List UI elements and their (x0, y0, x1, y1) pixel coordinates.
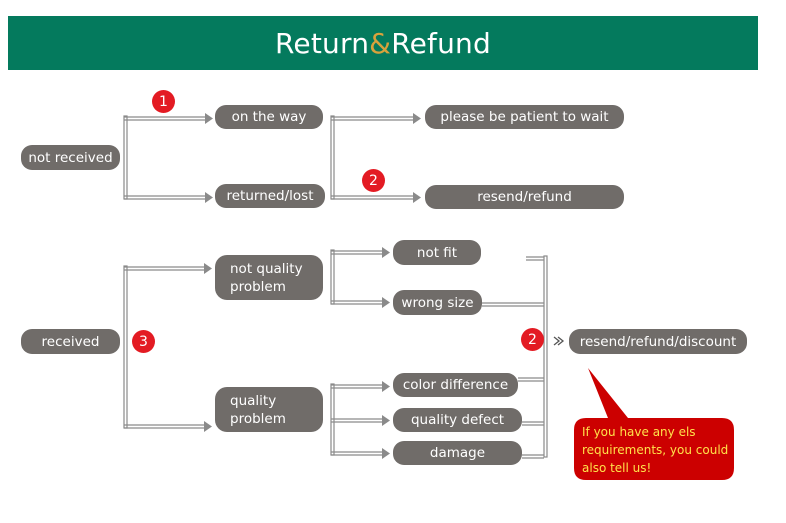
node-please-wait: please be patient to wait (425, 105, 624, 129)
bracket-not-quality (330, 249, 382, 305)
badge-2-top: 2 (362, 169, 385, 192)
badge-3: 3 (132, 330, 155, 353)
node-returned-lost: returned/lost (215, 184, 325, 208)
title-banner: Return&Refund (8, 16, 758, 70)
callout-bubble (574, 368, 734, 480)
node-on-the-way: on the way (215, 105, 323, 129)
title-ampersand: & (369, 26, 392, 60)
node-resend-refund: resend/refund (425, 185, 624, 209)
chevron-right-icon (553, 336, 565, 346)
node-not-fit: not fit (393, 240, 481, 265)
node-quality-line1: quality (230, 392, 277, 409)
node-not-quality-line2: problem (230, 278, 286, 295)
bracket-on-way-returned (330, 115, 413, 200)
bracket-quality (330, 383, 382, 456)
node-damage: damage (393, 441, 522, 465)
node-quality-line2: problem (230, 410, 286, 427)
node-wrong-size: wrong size (393, 290, 482, 315)
node-not-received: not received (21, 145, 120, 170)
badge-1: 1 (152, 90, 175, 113)
node-resend-refund-discount: resend/refund/discount (569, 329, 747, 354)
bracket-not-received (123, 115, 205, 200)
node-color-difference: color difference (393, 373, 518, 397)
node-quality-defect: quality defect (393, 408, 522, 432)
callout-text: If you have any els requirements, you co… (582, 425, 729, 475)
bracket-received (123, 265, 204, 429)
node-received: received (21, 329, 120, 354)
node-not-quality-line1: not quality (230, 260, 303, 277)
badge-2-bottom: 2 (521, 328, 544, 351)
title-return: Return (275, 26, 370, 60)
title-refund: Refund (391, 26, 491, 60)
bracket-right-merge (482, 255, 548, 459)
